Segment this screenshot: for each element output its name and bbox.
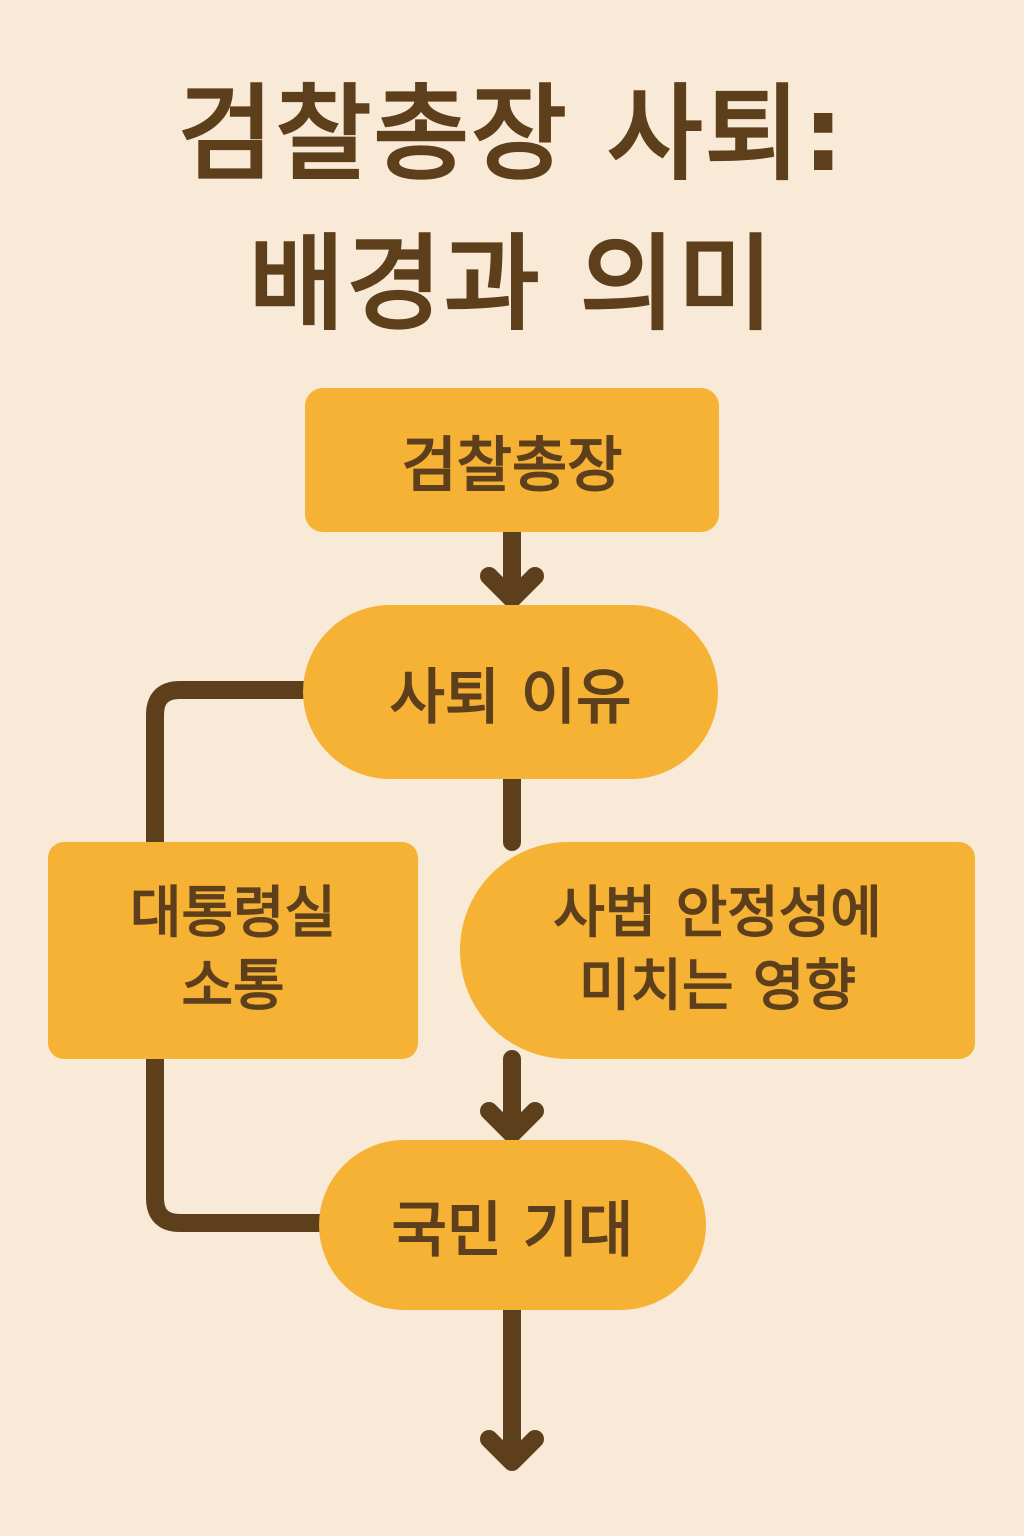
left-loop-line xyxy=(146,681,328,1232)
title-line-2: 배경과 의미 xyxy=(248,223,776,345)
node-public-expectation: 국민 기대 xyxy=(319,1140,706,1310)
title-line-1: 검찰총장 사퇴: xyxy=(178,73,846,195)
node-judicial-stability-label-line2: 미치는 영향 xyxy=(578,953,857,1019)
node-prosecutor-general: 검찰총장 xyxy=(305,388,719,532)
arrowhead-public-expectation xyxy=(480,1102,544,1143)
node-public-expectation-label: 국민 기대 xyxy=(391,1195,634,1266)
node-judicial-stability: 사법 안정성에 미치는 영향 xyxy=(460,842,975,1059)
node-presidential-office-label-line2: 소통 xyxy=(181,953,285,1019)
node-prosecutor-general-label: 검찰총장 xyxy=(401,430,623,501)
node-presidential-office-label-line1: 대통령실 xyxy=(129,880,337,946)
arrowhead-exit xyxy=(480,1430,544,1471)
arrowhead-reason xyxy=(480,567,544,608)
node-resignation-reason: 사퇴 이유 xyxy=(303,605,718,779)
node-presidential-office: 대통령실 소통 xyxy=(48,842,418,1059)
node-judicial-stability-label-line1: 사법 안정성에 xyxy=(553,880,882,946)
node-resignation-reason-label: 사퇴 이유 xyxy=(389,662,632,733)
